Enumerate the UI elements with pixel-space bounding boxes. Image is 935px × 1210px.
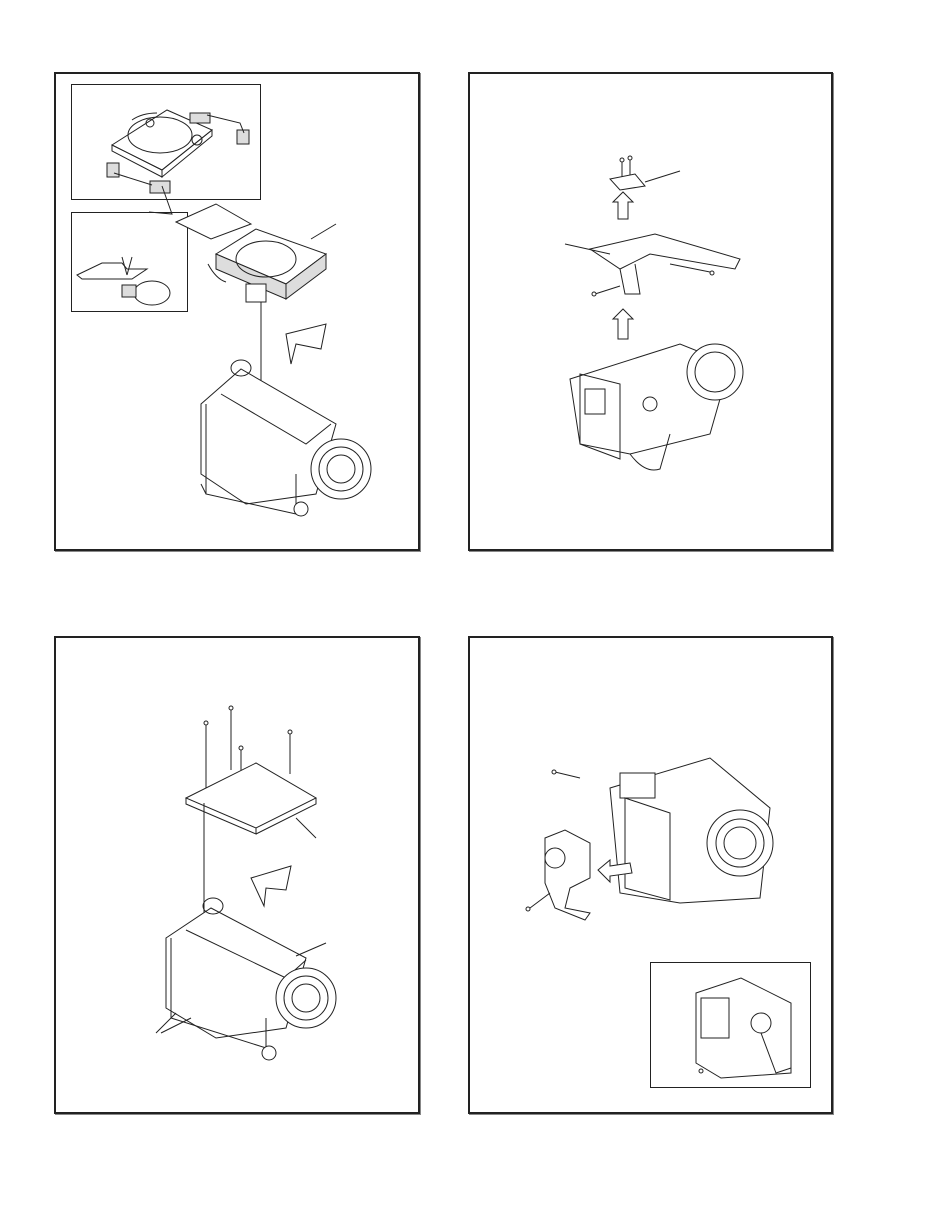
flex-cable-icon [76, 262, 149, 280]
panel-top-frame-removal [468, 72, 833, 551]
panel-hdd-removal [54, 72, 420, 551]
inset-side-detail [650, 962, 811, 1088]
screw-icon [621, 160, 631, 178]
camera-side-unit-drawing [525, 757, 774, 921]
camera-hdd-drawing [148, 185, 372, 517]
top-frame-icon [588, 233, 741, 270]
camera-shield-plate-drawing [155, 705, 337, 1061]
rubber-mount-icon [236, 129, 250, 145]
flex-cable-detail-drawing [76, 256, 171, 306]
screw-icon [203, 720, 209, 795]
screw-icon [287, 729, 293, 774]
camera-body-icon [609, 757, 774, 904]
bracket-icon [609, 173, 646, 191]
screw-icon [228, 705, 234, 770]
inset-hdd-mounts [71, 84, 261, 200]
panel-side-unit-removal [468, 636, 833, 1114]
screw-icon [698, 1068, 704, 1074]
panel-shield-plate-removal [54, 636, 420, 1114]
unfold-arrow-icon [250, 865, 292, 908]
flex-cable-icon [174, 203, 253, 240]
up-arrow-icon [611, 191, 635, 220]
camera-body-icon [155, 897, 337, 1061]
camera-body-icon [695, 977, 792, 1079]
side-unit-icon [544, 829, 591, 921]
camera-body-icon [200, 359, 372, 517]
camera-top-frame-drawing [564, 155, 744, 471]
screw-icon [554, 771, 581, 779]
hdd-with-mounts-drawing [106, 109, 250, 194]
up-arrow-icon [611, 308, 635, 340]
unfold-arrow-icon [285, 323, 327, 365]
side-detail-drawing [695, 977, 792, 1079]
inset-flex-cable [71, 212, 188, 312]
left-arrow-icon [597, 858, 633, 884]
camera-body-icon [569, 343, 744, 471]
rubber-mount-icon [189, 112, 211, 124]
rubber-mount-icon [149, 180, 171, 194]
